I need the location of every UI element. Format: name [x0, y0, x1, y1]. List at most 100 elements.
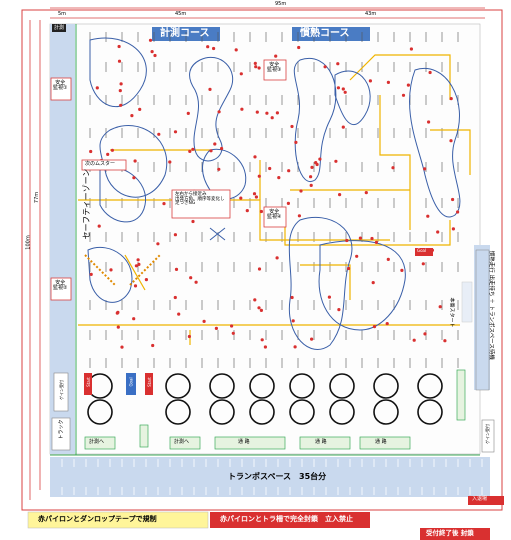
- pylon-dot: [364, 191, 368, 195]
- pylon-dot: [385, 322, 389, 326]
- pylon-dot: [341, 87, 345, 91]
- pylon-dot: [310, 165, 314, 169]
- pylon-dot: [421, 262, 425, 266]
- eight-circle-top: [165, 373, 191, 399]
- pylon-dot: [245, 209, 249, 213]
- hatched-diagonals: [84, 254, 161, 286]
- pylon-dot: [345, 238, 349, 243]
- arrow-label-1: 計測へ: [89, 439, 105, 445]
- pylon-dot: [132, 317, 136, 321]
- pylon-dot: [208, 87, 212, 91]
- pylon-dot: [168, 160, 172, 164]
- pylon-dot: [106, 152, 110, 156]
- pylon-dot: [336, 62, 340, 66]
- pylon-dot: [255, 110, 259, 114]
- pylon-dot: [95, 86, 99, 90]
- monitor-3: 安全 監視③: [267, 62, 282, 73]
- entrance-label: 入退場: [472, 496, 488, 502]
- pylon-dot: [451, 197, 455, 202]
- pylon-dot: [97, 224, 101, 228]
- start-blue-marker: [126, 373, 136, 395]
- pylon-dot: [89, 272, 93, 276]
- corner-tag-box: [52, 24, 66, 32]
- pylon-dot: [310, 337, 314, 341]
- callout-caution: 左右から接近み 出発方角、順序等変化し 足つきNG: [175, 192, 225, 206]
- practice-course-header-box: [292, 27, 370, 41]
- pylon-dot: [275, 111, 279, 115]
- note-right: 受付終了後 封鎖: [426, 529, 474, 537]
- pylon-dot: [343, 90, 347, 94]
- pylon-dot: [257, 306, 261, 310]
- dim-right-course: 43m: [365, 11, 377, 17]
- pylon-dot: [173, 130, 178, 134]
- pylon-dot: [137, 262, 141, 266]
- pylon-dot: [144, 278, 148, 282]
- pylon-dot: [212, 46, 216, 51]
- road-label-1: 通 路: [238, 439, 250, 445]
- pylon-dot: [400, 268, 404, 272]
- pylon-dot: [297, 214, 301, 218]
- pylon-dot: [428, 70, 432, 75]
- right-lane-strip: [474, 245, 490, 390]
- pylon-dot: [456, 210, 460, 214]
- pylon-dot: [409, 47, 413, 51]
- eight-circle-top: [209, 373, 235, 399]
- pylon-dot: [291, 319, 295, 323]
- pylon-dot: [133, 159, 137, 163]
- side-reception-right-box: [481, 419, 495, 453]
- start-label-1: Start: [85, 377, 91, 387]
- pylon-grid: [89, 32, 459, 368]
- pylon-dot: [368, 79, 372, 83]
- pylon-dot: [188, 149, 192, 153]
- pylon-dot: [115, 311, 119, 315]
- pylon-dot: [449, 139, 453, 143]
- pylon-dot: [234, 48, 238, 52]
- pylon-dot: [240, 107, 244, 111]
- pylon-dot: [355, 254, 359, 258]
- eight-circle-top: [249, 373, 275, 399]
- eight-circle-bottom: [87, 399, 113, 425]
- corner-tag: 計測: [54, 25, 65, 31]
- pylon-dot: [372, 325, 377, 329]
- practice-course-title: 慣熟コース: [300, 28, 350, 39]
- pylon-dots: [89, 38, 460, 349]
- eight-circle-bottom: [329, 399, 355, 425]
- dimension-lines: [29, 7, 485, 500]
- truck-box: [51, 417, 71, 451]
- pylon-dot: [277, 176, 281, 180]
- pylon-dot: [268, 166, 272, 171]
- pylon-dot: [173, 233, 177, 237]
- pylon-dot: [130, 114, 134, 118]
- pylon-dot: [89, 149, 93, 154]
- pylon-dot: [270, 116, 274, 120]
- pylon-dot: [323, 65, 327, 69]
- pylon-dot: [109, 268, 113, 272]
- road-label-2: 通 路: [315, 439, 327, 445]
- dim-total-height: 100m: [25, 235, 32, 250]
- monitor-4: 安全 監視④: [267, 209, 282, 220]
- practice-space-box: [475, 249, 490, 391]
- pylon-dot: [436, 230, 440, 234]
- pylon-dot: [334, 159, 338, 163]
- monitor-boxes: [50, 59, 287, 301]
- field-area: [49, 23, 481, 455]
- callout-boxes: [81, 159, 231, 219]
- eight-circle-top: [417, 373, 443, 399]
- crossing-marks: [209, 227, 226, 241]
- safety-zone-label: セーフティーゾーン: [82, 168, 91, 240]
- eight-circle-bottom: [373, 399, 399, 425]
- pylon-dot: [290, 124, 294, 129]
- pylon-dot: [347, 266, 351, 271]
- pylon-dot: [443, 339, 447, 343]
- pylon-dot: [309, 183, 313, 187]
- entrance-box: [468, 496, 504, 505]
- pylon-dot: [438, 305, 442, 309]
- practice-space-label: 慣熟走行 出走待ち ＋ トランポスペース待機: [487, 250, 494, 360]
- note-center: 赤パイロンとトラ柵で完全封鎖 立入禁止: [220, 515, 353, 523]
- pylon-dot: [265, 111, 269, 115]
- pylon-dot: [263, 345, 267, 349]
- callout-next: 次のムスター: [85, 161, 116, 167]
- pylon-dot: [253, 298, 257, 302]
- trampo-slots: [61, 459, 483, 495]
- pylon-dot: [287, 169, 291, 173]
